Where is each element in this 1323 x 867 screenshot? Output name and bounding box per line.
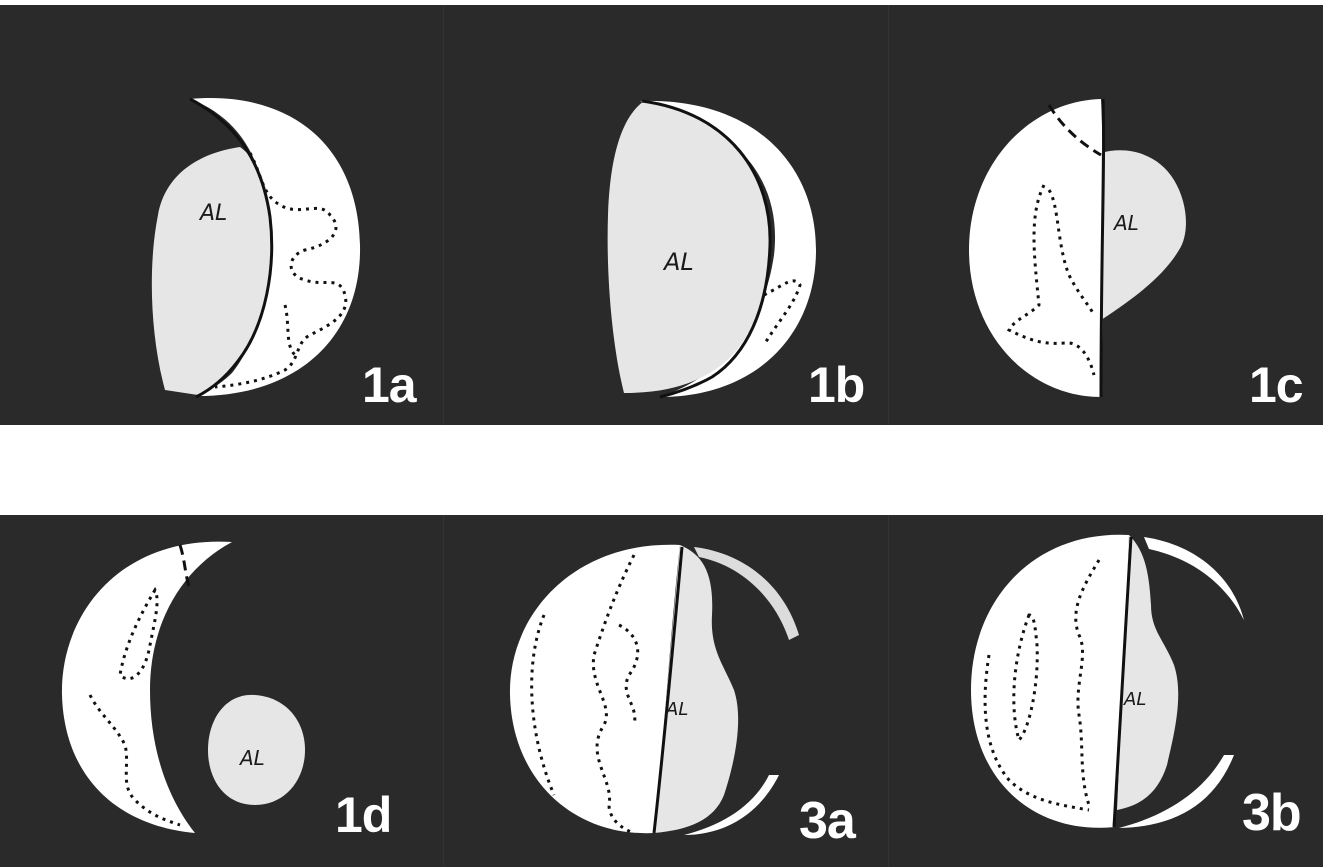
panel-3b-region-text: AL [1123,689,1146,710]
panel-3b: AL 3b [889,515,1323,867]
panel-1a-label: 1a [362,360,416,410]
panel-1d: AL 1d [0,515,443,867]
figure-strip-top: AL 1a AL 1b AL 1c [0,5,1323,425]
panel-3b-left-shape [971,535,1129,828]
panel-3a-region-text: AL [665,699,688,720]
panel-1c: AL 1c [889,5,1323,425]
panel-1c-label: 1c [1249,360,1303,410]
panel-1b-label: 1b [808,360,864,410]
panel-1a: AL 1a [0,5,443,425]
panel-3b-outer-arc [1144,537,1244,620]
panel-1b-region-text: AL [662,248,694,276]
figure-strip-bottom: AL 1d AL 3a AL [0,515,1323,867]
panel-3b-label: 3b [1242,787,1301,839]
panel-1c-region-text: AL [1112,211,1139,235]
panel-1b: AL 1b [444,5,888,425]
panel-1a-region-text: AL [198,201,227,226]
panel-3a-left-shape [510,545,680,833]
panel-3a: AL 3a [444,515,888,867]
panel-1d-crescent [62,542,232,833]
panel-3a-label: 3a [799,795,855,847]
panel-1d-region-text: AL [238,746,265,770]
panel-1c-al-region [1101,150,1186,320]
panel-1d-label: 1d [335,790,391,840]
